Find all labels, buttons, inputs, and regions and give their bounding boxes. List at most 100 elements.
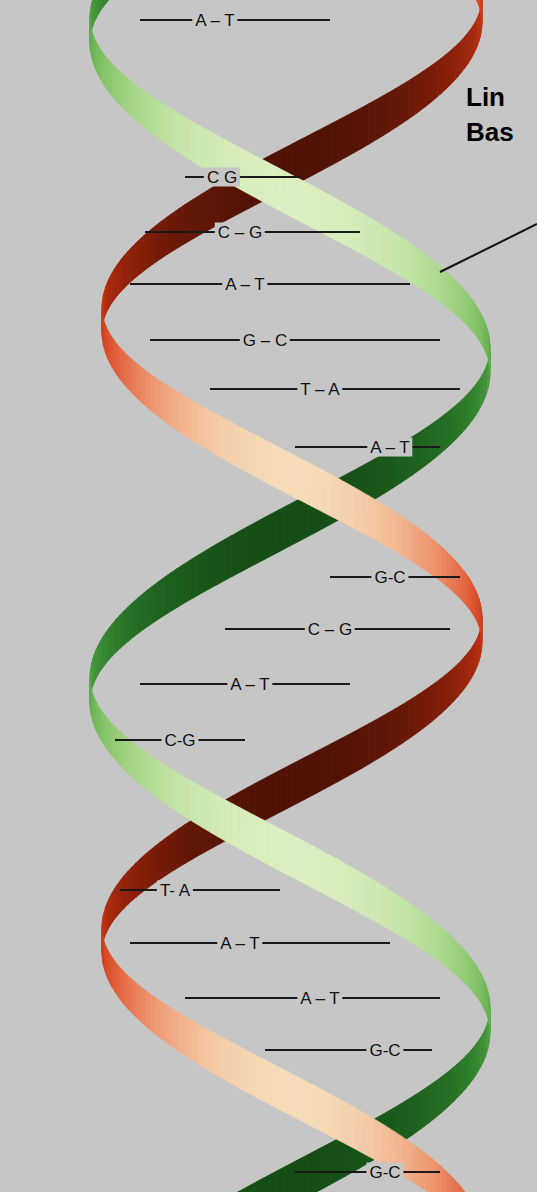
ribbon-segment [332, 475, 339, 521]
ribbon-segment [232, 803, 239, 848]
ribbon-segment [198, 1024, 205, 1068]
ribbon-segment [179, 205, 185, 248]
ribbon-segment [435, 262, 440, 302]
ribbon-segment [191, 196, 198, 239]
ribbon-segment [112, 620, 116, 657]
ribbon-segment [408, 697, 414, 739]
ribbon-segment [128, 355, 132, 392]
ribbon-segment [277, 507, 285, 553]
ribbon-segment [153, 581, 159, 622]
ribbon-segment [450, 1175, 454, 1192]
ribbon-segment [205, 408, 212, 452]
base-pair-label: C-G [161, 731, 198, 750]
ribbon-segment [362, 492, 369, 537]
ribbon-segment [132, 359, 136, 397]
ribbon-segment [454, 664, 458, 701]
ribbon-segment [156, 998, 161, 1039]
ribbon-segment [450, 47, 454, 85]
ribbon-segment [393, 232, 399, 275]
ribbon-segment [165, 573, 171, 615]
ribbon-segment [263, 1059, 271, 1105]
ribbon-segment [445, 270, 450, 309]
ribbon-segment [450, 555, 454, 593]
ribbon-segment [424, 253, 430, 294]
ribbon-segment [369, 720, 376, 764]
ribbon-segment [468, 29, 471, 63]
ribbon-segment [458, 660, 462, 696]
ribbon-segment [173, 829, 179, 871]
ribbon-segment [254, 815, 262, 861]
ribbon-segment [177, 773, 183, 816]
ribbon-segment [396, 705, 402, 748]
base-pair-label: C G [204, 168, 240, 187]
ribbon-segment [138, 746, 143, 786]
base-pair-label: C – G [305, 620, 355, 639]
ribbon-segment [412, 433, 418, 475]
ribbon-segment [446, 51, 450, 89]
ribbon-segment [271, 771, 279, 817]
ribbon-segment [393, 892, 399, 935]
ribbon-segment [183, 776, 190, 819]
ribbon-segment [441, 55, 446, 94]
ribbon-segment [205, 1028, 212, 1072]
ribbon-segment [197, 552, 204, 596]
ribbon-segment [133, 742, 138, 781]
ribbon-segment [414, 525, 420, 567]
ribbon-segment [145, 370, 150, 410]
ribbon-segment [414, 73, 420, 115]
ribbon-segment [431, 538, 436, 578]
ribbon-segment [466, 292, 469, 328]
ribbon-segment [302, 459, 310, 505]
ribbon-segment [441, 1166, 446, 1192]
ribbon-segment [436, 678, 441, 717]
ribbon-segment [106, 628, 109, 663]
ribbon-segment [219, 1036, 226, 1081]
ribbon-segment [435, 418, 440, 458]
ribbon-segment [247, 523, 254, 569]
ribbon-segment [332, 119, 339, 165]
ribbon-segment [106, 0, 109, 4]
ribbon-segment [294, 759, 302, 805]
ribbon-segment [337, 859, 344, 904]
ribbon-segment [173, 1009, 179, 1051]
ribbon-segment [116, 615, 120, 652]
ribbon-segment [332, 1095, 339, 1141]
base-pair-line [150, 339, 440, 341]
ribbon-segment [120, 71, 124, 109]
ribbon-segment [217, 796, 224, 841]
ribbon-segment [141, 987, 146, 1026]
ribbon-segment [418, 909, 424, 951]
ribbon-segment [450, 1067, 454, 1106]
ribbon-segment [454, 403, 458, 441]
ribbon-segment [128, 602, 133, 641]
ribbon-segment [286, 451, 294, 497]
ribbon-segment [294, 1075, 302, 1121]
ribbon-segment [446, 671, 450, 709]
ribbon-segment [190, 120, 197, 164]
ribbon-segment [400, 236, 406, 279]
ribbon-segment [112, 64, 116, 101]
ribbon-segment [263, 439, 271, 485]
ribbon-segment [366, 876, 373, 921]
ribbon-segment [469, 388, 472, 424]
ribbon-segment [458, 943, 462, 980]
ribbon-segment [380, 224, 387, 268]
ribbon-segment [124, 75, 128, 113]
ribbon-segment [103, 632, 106, 667]
ribbon-segment [109, 720, 112, 756]
ribbon-segment [133, 598, 138, 637]
ribbon-segment [454, 44, 458, 81]
ribbon-segment [446, 1171, 450, 1192]
ribbon-segment [269, 1171, 277, 1192]
ribbon-segment [309, 463, 317, 509]
ribbon-segment [115, 961, 118, 996]
ribbon-segment [269, 823, 277, 869]
ribbon-segment [143, 90, 148, 130]
ribbon-segment [383, 504, 390, 548]
ribbon-segment [161, 381, 167, 422]
ribbon-segment [354, 1107, 361, 1152]
base-pair-label: G – C [240, 331, 290, 350]
ribbon-segment [347, 111, 354, 156]
ribbon-segment [128, 739, 133, 778]
